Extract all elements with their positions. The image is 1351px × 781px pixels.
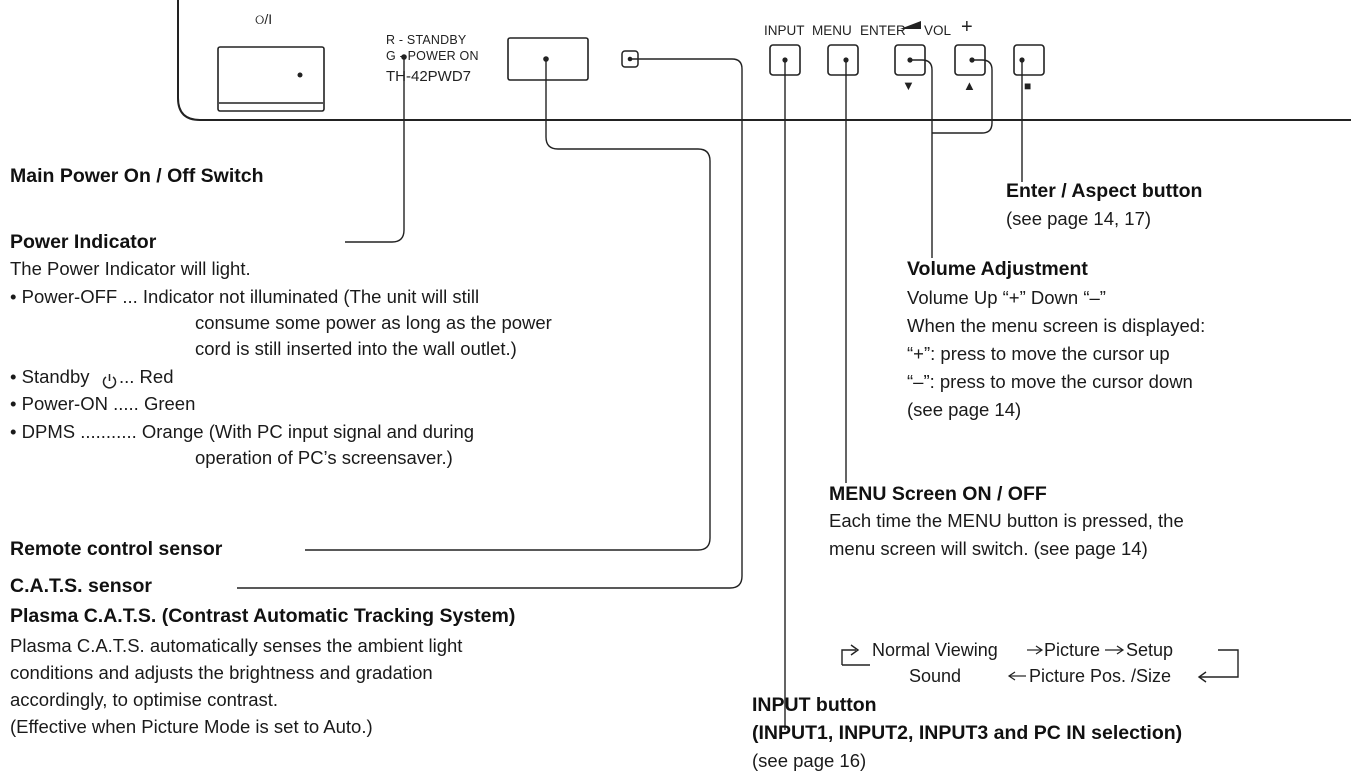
cats-title: C.A.T.S. sensor [10,575,152,597]
input-title: INPUT button [752,694,877,716]
arrow-down-icon: ▼ [902,78,915,93]
cycle-picture: Picture [1044,640,1101,660]
cycle-setup: Setup [1126,640,1174,660]
cats-subtitle: Plasma C.A.T.S. (Contrast Automatic Trac… [10,605,516,627]
indicator-label-standby: R - STANDBY [386,33,467,47]
power-off-line-3: cord is still inserted into the wall out… [195,338,517,359]
menu-line-1: Each time the MENU button is pressed, th… [829,510,1184,531]
panel-outline [177,0,1351,121]
standby-icon [102,374,117,389]
standby-line-a: • Standby [10,366,90,387]
indicator-label-power-on: G - POWER ON [386,49,479,63]
cycle-normal-viewing: Normal Viewing [872,640,998,660]
volume-line-2: When the menu screen is displayed: [907,315,1206,336]
dpms-line-1: • DPMS ........... Orange (With PC input… [10,421,475,442]
cats-sensor-leader [237,58,743,589]
vol-plus-label: + [961,16,973,38]
volume-up-leader [932,59,993,134]
main-power-switch [217,46,325,112]
power-indicator-leader [345,57,405,243]
input-subtitle: (INPUT1, INPUT2, INPUT3 and PC IN select… [752,722,1183,744]
input-button-label: INPUT [764,23,805,38]
volume-line-5: (see page 14) [907,399,1022,420]
arrow-up-icon: ▲ [963,78,976,93]
menu-line-2: menu screen will switch. (see page 14) [829,538,1148,559]
cats-line-2: conditions and adjusts the brightness an… [10,662,433,683]
enter-aspect-ref: (see page 14, 17) [1006,208,1152,229]
volume-line-1: Volume Up “+” Down “–” [907,287,1106,308]
power-symbol-label: ଠ/I [255,11,273,27]
cats-line-3: accordingly, to optimise contrast. [10,689,279,710]
model-name: TH-42PWD7 [386,68,472,85]
input-ref: (see page 16) [752,750,867,771]
menu-title: MENU Screen ON / OFF [829,483,1047,505]
cats-line-1: Plasma C.A.T.S. automatically senses the… [10,635,463,656]
volume-line-3: “+”: press to move the cursor up [907,343,1170,364]
cycle-sound: Sound [909,666,962,686]
power-indicator-intro: The Power Indicator will light. [10,258,251,279]
volume-line-4: “–”: press to move the cursor down [907,371,1193,392]
vol-label: VOL [924,23,952,38]
standby-line-b: ... Red [119,366,174,387]
power-off-line-1: • Power-OFF ... Indicator not illuminate… [10,286,480,307]
remote-sensor-leader [305,59,711,551]
menu-button-shape [827,44,859,76]
remote-sensor-title: Remote control sensor [10,538,223,560]
cycle-picture-pos-size: Picture Pos. /Size [1029,666,1172,686]
volume-title: Volume Adjustment [907,258,1088,280]
menu-cycle-arrow-left [841,649,856,665]
enter-button-label: ENTER [860,23,906,38]
menu-button-label: MENU [812,23,852,38]
power-off-line-2: consume some power as long as the power [195,312,552,333]
power-indicator-title: Power Indicator [10,231,157,253]
volume-leader [910,59,933,258]
main-power-title: Main Power On / Off Switch [10,165,264,187]
menu-cycle-arrow-right [1200,649,1239,678]
dpms-line-2: operation of PC’s screensaver.) [195,447,453,468]
enter-button-shape [1013,44,1045,76]
power-on-line: • Power-ON ..... Green [10,393,196,414]
cats-line-4: (Effective when Picture Mode is set to A… [10,716,373,737]
enter-aspect-title: Enter / Aspect button [1006,180,1203,202]
square-icon: ■ [1024,79,1032,93]
